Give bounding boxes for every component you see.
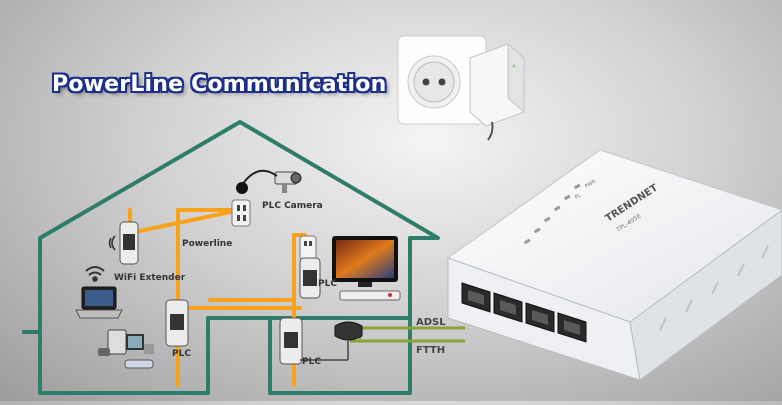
powerline-wiring	[128, 208, 307, 387]
label-plc-router: PLC	[302, 357, 321, 367]
plc-adapter-left	[165, 299, 189, 347]
diagram-labels: PLC Camera Powerline WiFi Extender PLC P…	[114, 201, 337, 367]
desktop-devices-icon	[98, 329, 154, 369]
router-icon	[300, 321, 363, 361]
wall-outlet-adapter-photo	[397, 35, 525, 141]
side-vents	[659, 245, 769, 331]
trendnet-switch-device: PWR PL TRENDNET TPL-405E	[446, 149, 782, 381]
adsl-line	[350, 326, 465, 343]
label-plc-left: PLC	[172, 349, 191, 359]
plc-adapter-router	[279, 317, 303, 365]
wifi-icon	[85, 266, 105, 282]
camera-icon	[236, 169, 302, 194]
laptop-icon	[75, 286, 123, 319]
ethernet-ports	[461, 282, 587, 343]
label-powerline: Powerline	[182, 239, 232, 249]
status-leds	[523, 183, 581, 245]
outlet-camera	[231, 199, 251, 227]
label-plc-camera: PLC Camera	[262, 201, 323, 211]
led-label-pwr: PWR	[584, 179, 597, 190]
wifi-extender-antenna-icon	[108, 235, 116, 251]
label-wifi-extender: WiFi Extender	[114, 273, 186, 283]
label-adsl: ADSL	[416, 317, 446, 328]
plc-adapter-tv	[299, 257, 321, 299]
page-title: PowerLine Communication	[52, 72, 387, 97]
tv-icon	[332, 236, 401, 301]
led-label-pl: PL	[574, 193, 582, 201]
plc-adapter-wifi	[119, 221, 139, 265]
outlet-tv	[299, 235, 317, 261]
line-labels: ADSL FTTH	[416, 317, 446, 356]
label-ftth: FTTH	[416, 345, 445, 356]
label-plc-tv: PLC	[318, 279, 337, 289]
